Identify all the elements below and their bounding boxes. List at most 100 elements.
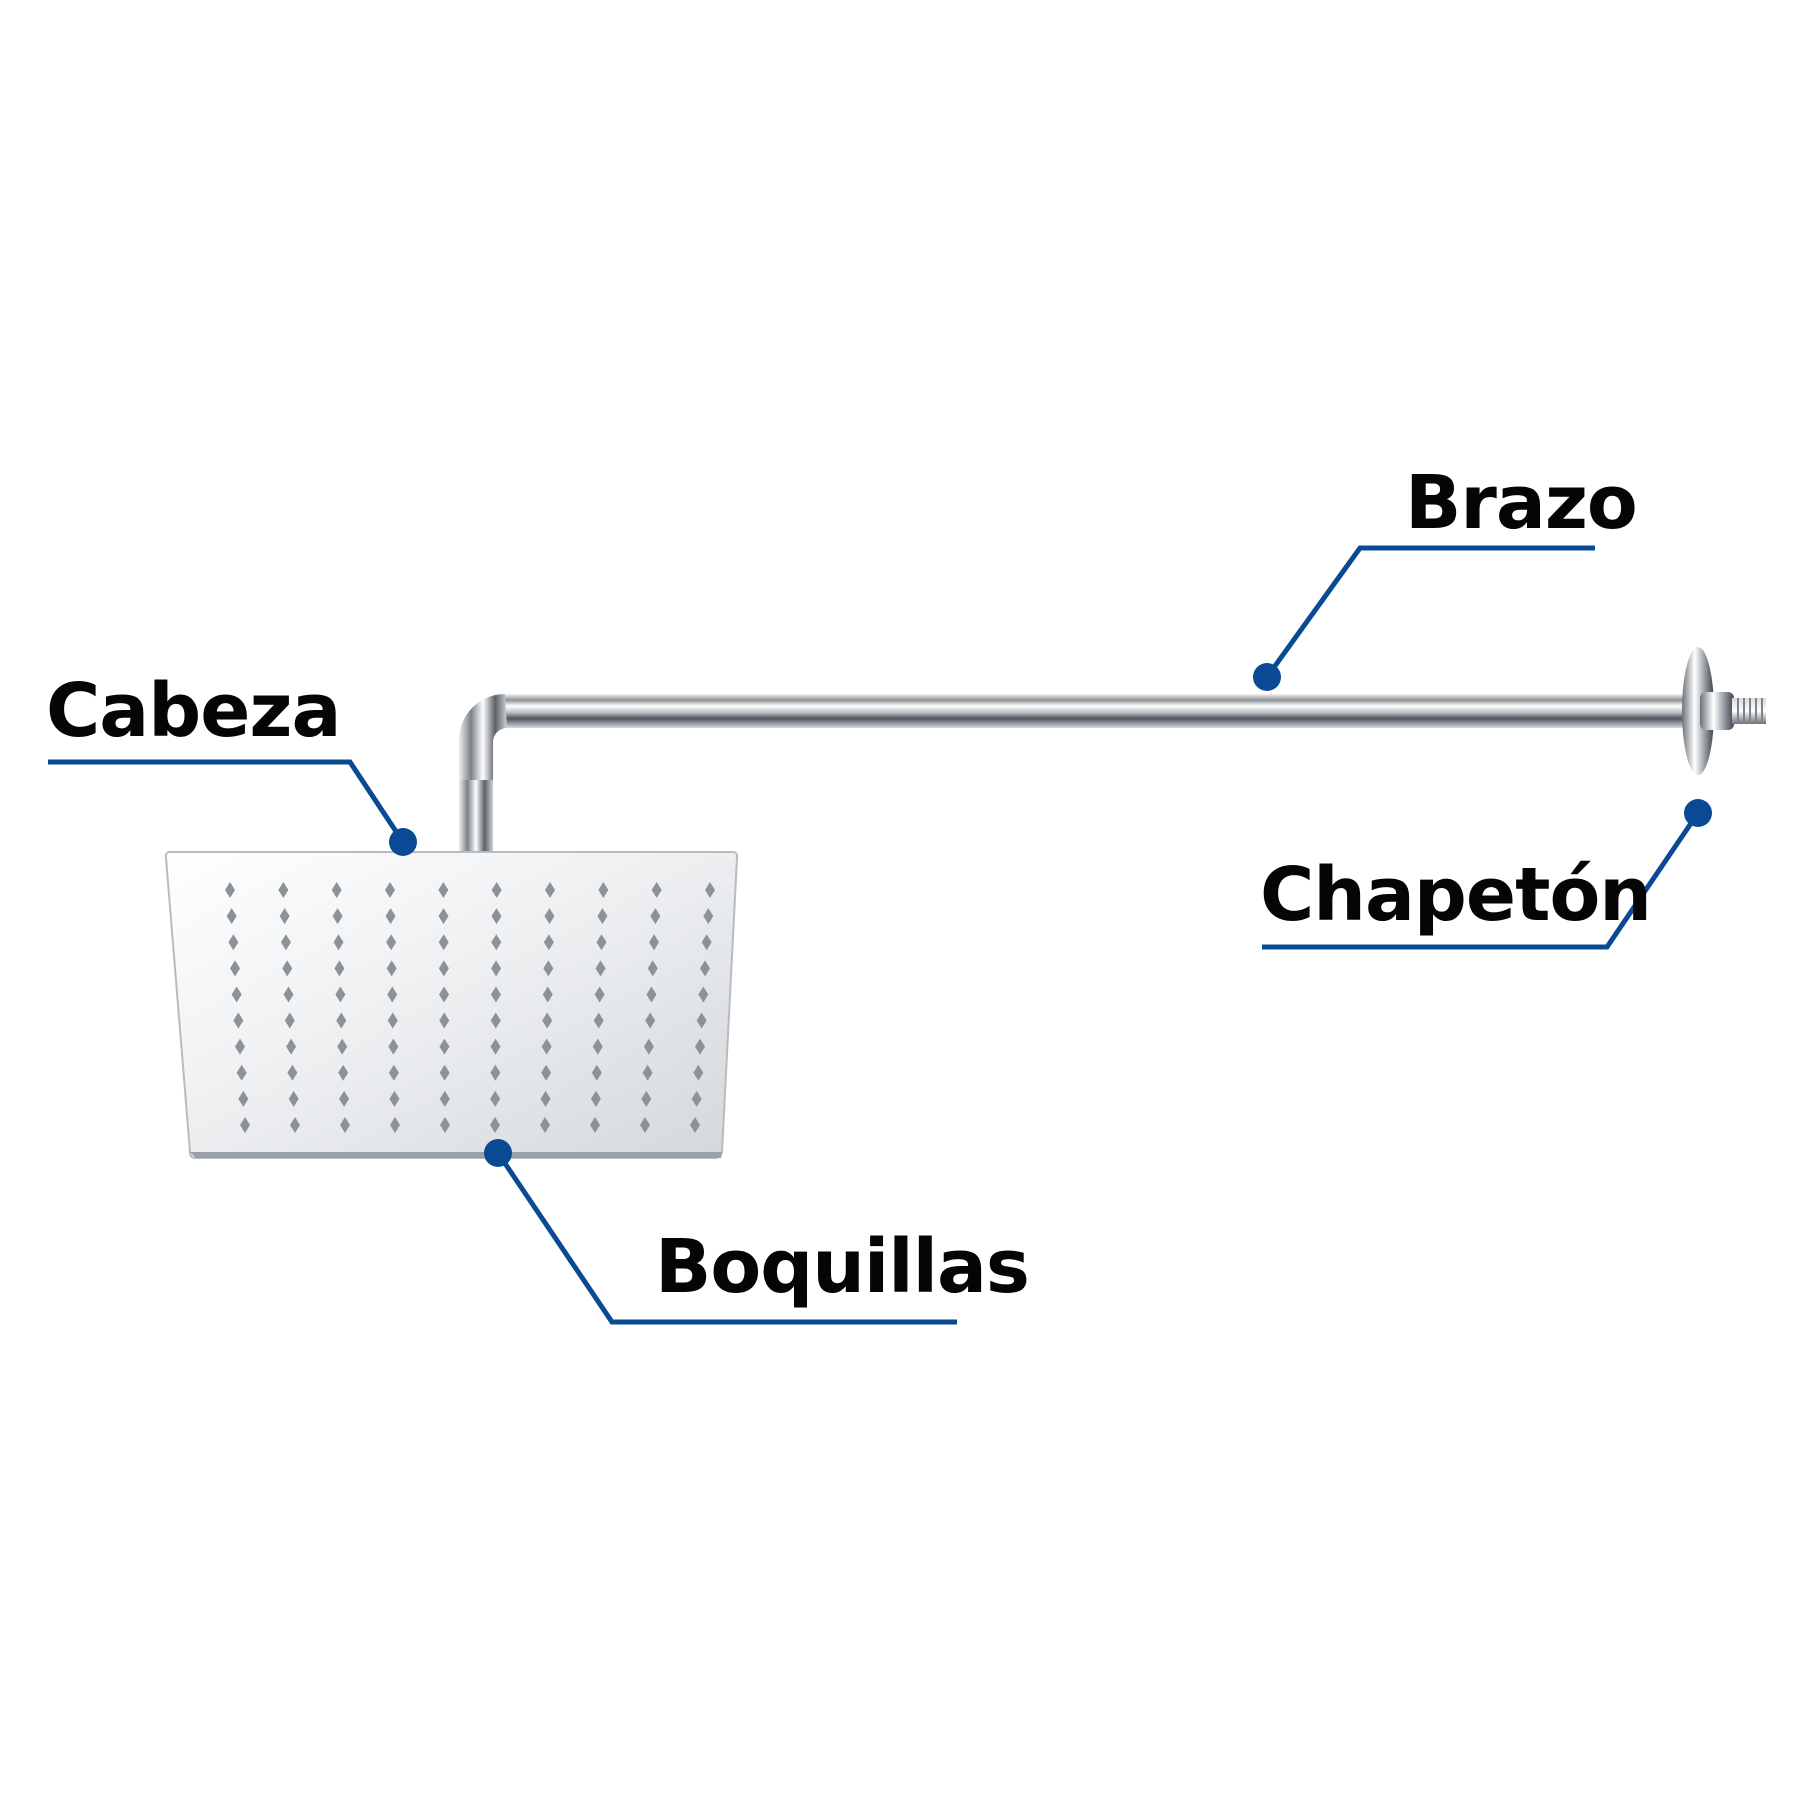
nozzle	[287, 1064, 298, 1081]
threaded-connector	[1732, 698, 1766, 724]
nozzle	[490, 1038, 501, 1055]
nozzle	[647, 960, 658, 977]
nozzle	[388, 1038, 399, 1055]
nozzle	[387, 986, 398, 1003]
nozzle	[649, 934, 660, 951]
label-brazo: Brazo	[1405, 460, 1637, 546]
nozzle	[541, 1038, 552, 1055]
label-cabeza: Cabeza	[46, 668, 340, 754]
nozzle	[225, 882, 235, 898]
nozzle	[386, 960, 397, 977]
nozzle	[703, 908, 714, 925]
nozzle	[385, 908, 396, 925]
nozzle	[339, 1090, 350, 1107]
nozzle	[331, 882, 342, 898]
label-chapeton: Chapetón	[1260, 852, 1651, 938]
nozzle	[238, 1090, 249, 1107]
nozzle	[698, 986, 709, 1003]
nozzle	[593, 1012, 604, 1029]
nozzle	[231, 986, 242, 1003]
nozzle	[651, 882, 662, 898]
nozzle	[650, 908, 661, 925]
nozzle	[491, 908, 502, 925]
nozzle	[387, 1012, 398, 1029]
nozzle	[491, 960, 502, 977]
nozzle	[491, 934, 502, 951]
arm-tube	[505, 694, 1685, 728]
callout-cabeza-dot	[389, 828, 417, 856]
nozzle	[340, 1117, 350, 1133]
nozzle	[438, 882, 449, 898]
nozzle	[228, 934, 239, 951]
nozzle	[693, 1064, 704, 1081]
nozzle	[438, 960, 449, 977]
callout-chapeton-line	[1262, 811, 1701, 950]
nozzle	[385, 882, 395, 898]
callout-boquillas-dot	[484, 1139, 512, 1167]
nozzle	[390, 1117, 400, 1133]
callout-chapeton: Chapetón	[1260, 799, 1712, 950]
nozzle	[642, 1064, 653, 1081]
nozzle	[439, 986, 450, 1003]
nozzle	[594, 986, 605, 1003]
nozzle	[333, 934, 344, 951]
nozzle	[335, 986, 346, 1003]
nozzle	[591, 1064, 602, 1081]
nozzle	[643, 1038, 654, 1055]
nozzle	[596, 934, 607, 951]
nozzle	[386, 934, 397, 951]
nozzle	[338, 1064, 349, 1081]
nozzle	[598, 882, 609, 898]
nozzle	[690, 1117, 700, 1133]
shower-arm	[459, 694, 1685, 856]
flange	[1682, 647, 1714, 775]
nozzle	[284, 1012, 295, 1029]
callout-cabeza: Cabeza	[46, 668, 417, 856]
shower-head	[164, 851, 739, 1159]
nozzle	[438, 908, 449, 925]
nozzle	[439, 1064, 450, 1081]
nozzle	[332, 908, 343, 925]
nozzle-grid	[225, 882, 715, 1133]
nozzle	[439, 1038, 450, 1055]
shower-head-edge	[190, 1152, 722, 1158]
callout-brazo: Brazo	[1253, 460, 1638, 691]
nozzle	[280, 934, 291, 951]
nozzle	[695, 1038, 705, 1055]
nozzle	[491, 882, 502, 898]
nozzle	[543, 934, 554, 951]
nozzle	[278, 882, 289, 898]
nozzle	[336, 1012, 347, 1029]
nozzle	[696, 1012, 707, 1029]
flange-collar	[1700, 692, 1734, 730]
nozzle	[490, 1090, 501, 1107]
nozzle	[439, 1012, 450, 1029]
nozzle	[590, 1090, 601, 1107]
nozzle	[490, 1064, 501, 1081]
callout-brazo-dot	[1253, 663, 1281, 691]
nozzle	[240, 1117, 250, 1133]
nozzle	[290, 1117, 300, 1133]
nozzle	[388, 1064, 399, 1081]
nozzle	[590, 1117, 600, 1133]
nozzle	[700, 960, 710, 977]
callout-chapeton-dot	[1684, 799, 1712, 827]
nozzle	[233, 1012, 244, 1029]
nozzle	[490, 1117, 500, 1133]
nozzle	[542, 986, 553, 1003]
nozzle	[640, 1117, 650, 1133]
nozzle	[542, 1012, 553, 1029]
nozzle	[337, 1038, 348, 1055]
nozzle	[544, 908, 555, 925]
nozzle	[641, 1090, 652, 1107]
label-boquillas: Boquillas	[655, 1224, 1029, 1310]
shower-head-plate	[164, 851, 739, 1159]
nozzle	[286, 1038, 297, 1055]
nozzle	[541, 1064, 552, 1081]
nozzle	[236, 1064, 247, 1081]
nozzle	[545, 882, 555, 898]
nozzle	[282, 960, 293, 977]
nozzle	[540, 1090, 551, 1107]
nozzle	[440, 1117, 450, 1133]
